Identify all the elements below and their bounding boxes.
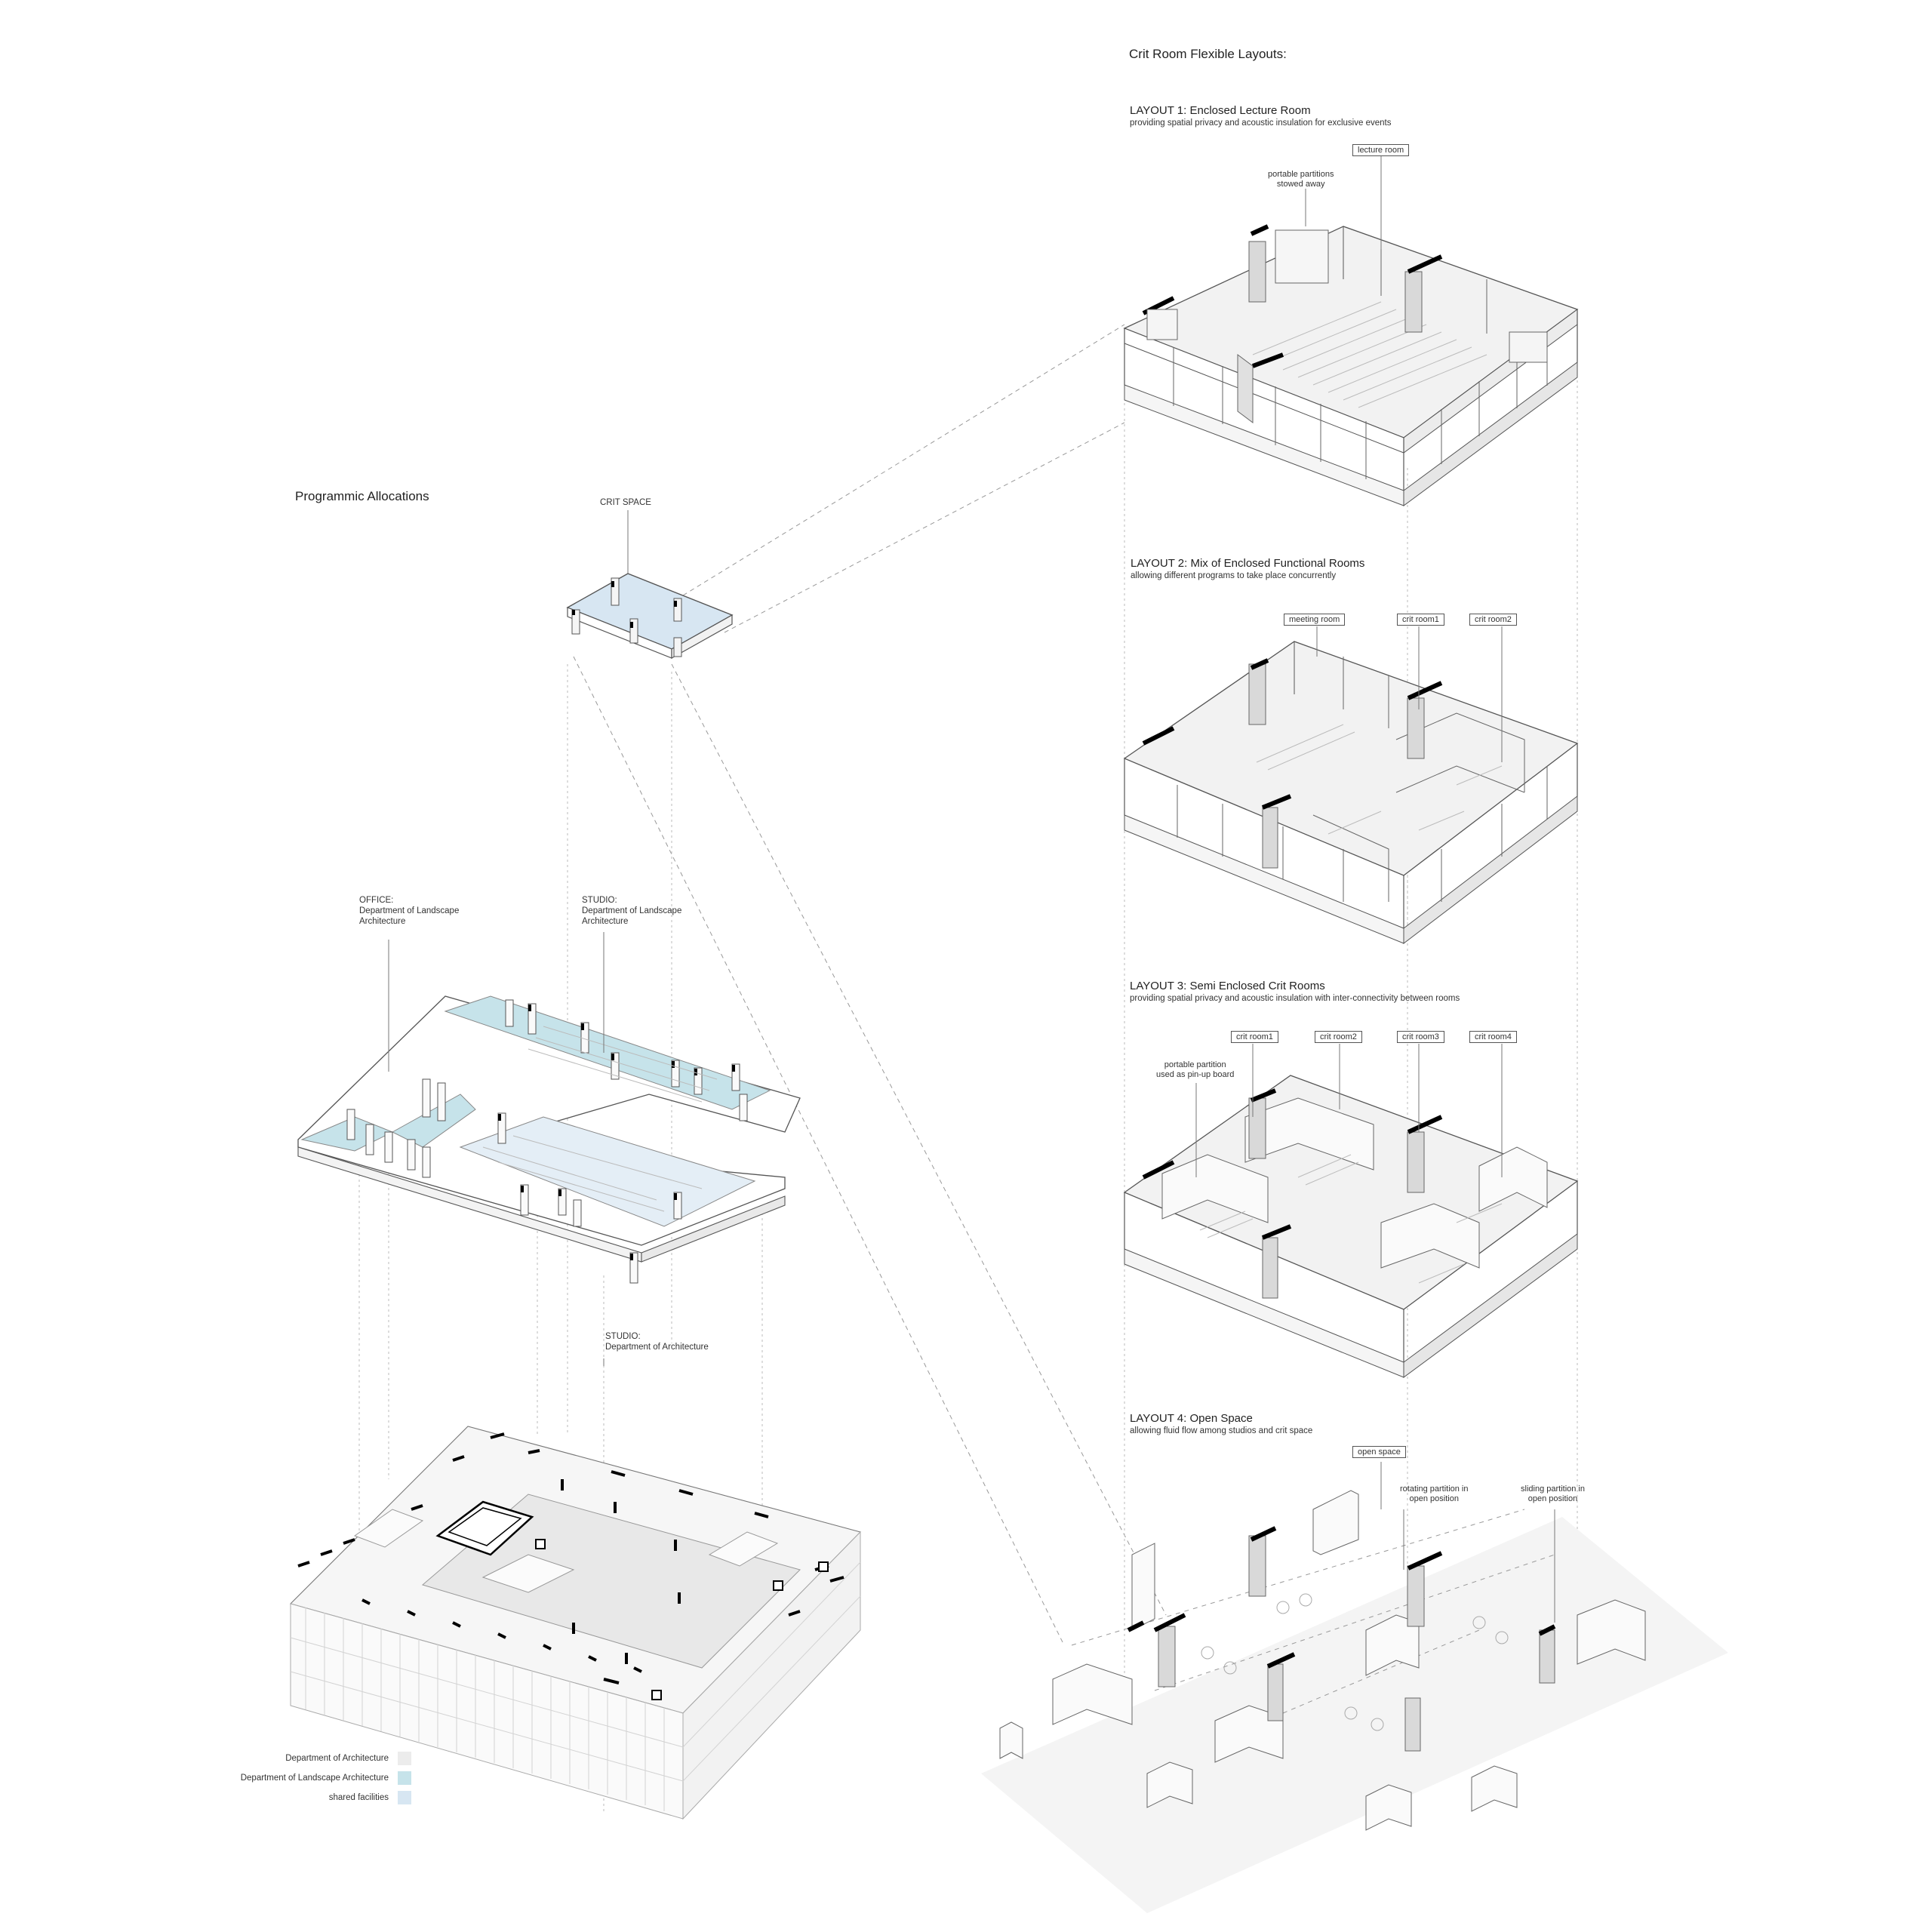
layout4-rotating-note: rotating partition in open position xyxy=(1400,1484,1469,1504)
legend-swatch xyxy=(398,1791,411,1804)
layout4-drawing xyxy=(981,1490,1728,1913)
layout1-lecture-room-tag: lecture room xyxy=(1352,144,1410,156)
layout1-drawing xyxy=(1123,224,1579,506)
legend-swatch xyxy=(398,1771,411,1785)
ground-floor xyxy=(289,1426,862,1820)
legend-label: Department of Architecture xyxy=(285,1754,389,1763)
crit-space-slab xyxy=(566,573,734,660)
legend-label: Department of Landscape Architecture xyxy=(240,1774,389,1783)
legend-item-landscape: Department of Landscape Architecture xyxy=(215,1771,411,1785)
layout3-crit-room2-tag: crit room2 xyxy=(1315,1031,1362,1043)
studio-landscape-label: STUDIO: Department of Landscape Architec… xyxy=(582,896,682,926)
layout1-subtitle: providing spatial privacy and acoustic i… xyxy=(1130,118,1392,128)
legend-item-shared: shared facilities xyxy=(215,1791,411,1804)
layout1-note: portable partitions stowed away xyxy=(1268,170,1334,189)
layout3-crit-room3-tag: crit room3 xyxy=(1397,1031,1444,1043)
crit-room-layouts-title: Crit Room Flexible Layouts: xyxy=(1129,47,1287,61)
crit-space-label: CRIT SPACE xyxy=(600,498,651,507)
legend-item-architecture: Department of Architecture xyxy=(215,1752,411,1765)
layout4-heading: LAYOUT 4: Open Space xyxy=(1130,1412,1253,1425)
studio-architecture-label: STUDIO: Department of Architecture xyxy=(605,1332,709,1352)
layout4-subtitle: allowing fluid flow among studios and cr… xyxy=(1130,1426,1313,1435)
layout4-sliding-note: sliding partition in open position xyxy=(1521,1484,1585,1504)
layout2-subtitle: allowing different programs to take plac… xyxy=(1131,571,1337,580)
layout2-drawing xyxy=(1123,641,1579,945)
programmic-allocations-title: Programmic Allocations xyxy=(295,489,429,503)
legend-swatch xyxy=(398,1752,411,1765)
layout3-subtitle: providing spatial privacy and acoustic i… xyxy=(1130,994,1460,1003)
layout4-open-space-tag: open space xyxy=(1352,1446,1406,1458)
layout3-crit-room4-tag: crit room4 xyxy=(1469,1031,1517,1043)
projection-lines xyxy=(573,324,1167,1646)
legend-label: shared facilities xyxy=(328,1793,389,1802)
layout3-heading: LAYOUT 3: Semi Enclosed Crit Rooms xyxy=(1130,980,1325,992)
layout3-drawing xyxy=(1123,1075,1579,1378)
layout2-crit-room2-tag: crit room2 xyxy=(1469,614,1517,626)
layout2-crit-room1-tag: crit room1 xyxy=(1397,614,1444,626)
layout2-meeting-room-tag: meeting room xyxy=(1284,614,1346,626)
layout3-note: portable partition used as pin-up board xyxy=(1156,1060,1235,1080)
layout3-crit-room1-tag: crit room1 xyxy=(1231,1031,1278,1043)
layout2-heading: LAYOUT 2: Mix of Enclosed Functional Roo… xyxy=(1131,557,1365,570)
layout1-heading: LAYOUT 1: Enclosed Lecture Room xyxy=(1130,104,1311,117)
middle-floor xyxy=(297,995,801,1284)
office-landscape-label: OFFICE: Department of Landscape Architec… xyxy=(359,896,460,926)
